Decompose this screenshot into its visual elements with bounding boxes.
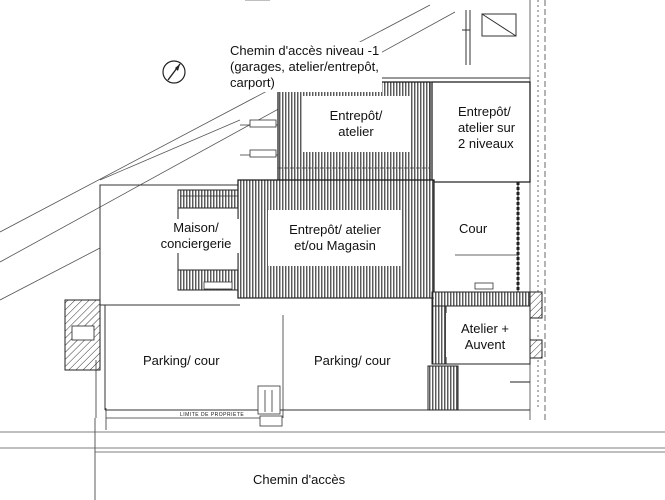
two-level-building	[431, 81, 531, 183]
label-workshop-awning: Atelier + Auvent	[446, 313, 524, 357]
dimension-lines	[94, 119, 518, 500]
left-hatched-inner	[71, 325, 95, 341]
label-property-limit: LIMITE DE PROPRIETE	[180, 412, 245, 418]
workshop-awning	[427, 291, 543, 411]
label-warehouse-two-levels: Entrepôt/ atelier sur 2 niveaux	[458, 104, 516, 151]
label-parking-left: Parking/ cour	[143, 353, 220, 368]
label-access-path: Chemin d'accès	[253, 472, 346, 487]
label-warehouse-shop: Entrepôt/ atelier et/ou Magasin	[268, 210, 402, 266]
label-parking-center: Parking/ cour	[314, 353, 391, 368]
courtyard-outline	[433, 181, 520, 293]
label-access-path-level-minus1: Chemin d'accès niveau -1 (garages, ateli…	[227, 42, 383, 92]
label-warehouse-workshop: Entrepôt/ atelier	[302, 96, 410, 152]
small-shed	[462, 10, 517, 65]
label-house-concierge: Maison/ conciergerie	[152, 219, 240, 253]
north-arrow-icon	[162, 60, 186, 84]
access-road	[0, 431, 665, 453]
label-courtyard: Cour	[459, 221, 488, 236]
